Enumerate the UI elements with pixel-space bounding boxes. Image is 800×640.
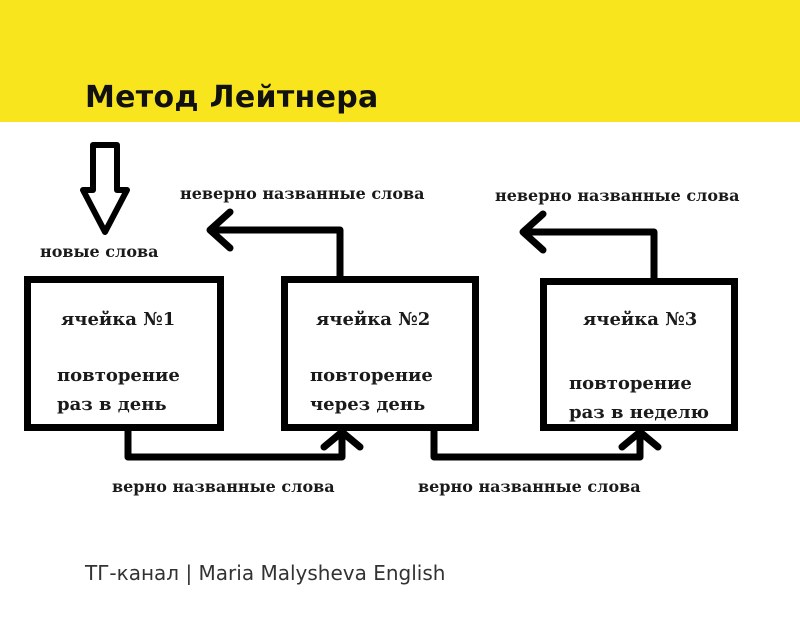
left-arrow-icon <box>206 208 344 277</box>
cell-3: ячейка №3 повторение раз в неделю <box>540 278 738 431</box>
header-band <box>0 0 800 122</box>
down-arrow-icon <box>80 142 130 235</box>
cell-1-desc-line1: повторение <box>57 365 180 386</box>
cell-3-desc-line1: повторение <box>569 373 692 394</box>
correct-words-label-2: верно названные слова <box>418 477 641 496</box>
cell-2-desc-line1: повторение <box>310 365 433 386</box>
cell-2: ячейка №2 повторение через день <box>281 276 479 431</box>
cell-1: ячейка №1 повторение раз в день <box>24 276 224 431</box>
cell-2-title: ячейка №2 <box>316 309 431 330</box>
up-arrow-icon <box>430 428 662 461</box>
cell-2-desc-line2: через день <box>310 394 426 415</box>
cell-3-desc-line2: раз в неделю <box>569 402 710 423</box>
cell-3-title: ячейка №3 <box>583 309 698 330</box>
wrong-words-label-1: неверно названные слова <box>180 184 425 203</box>
wrong-words-label-2: неверно названные слова <box>495 186 740 205</box>
cell-1-title: ячейка №1 <box>61 309 176 330</box>
left-arrow-icon <box>519 210 658 279</box>
new-words-label: новые слова <box>40 242 159 261</box>
up-arrow-icon <box>124 428 364 461</box>
page-title: Метод Лейтнера <box>85 80 379 115</box>
cell-1-desc-line2: раз в день <box>57 394 167 415</box>
footer-credit: ТГ-канал | Maria Malysheva English <box>85 561 446 585</box>
correct-words-label-1: верно названные слова <box>112 477 335 496</box>
